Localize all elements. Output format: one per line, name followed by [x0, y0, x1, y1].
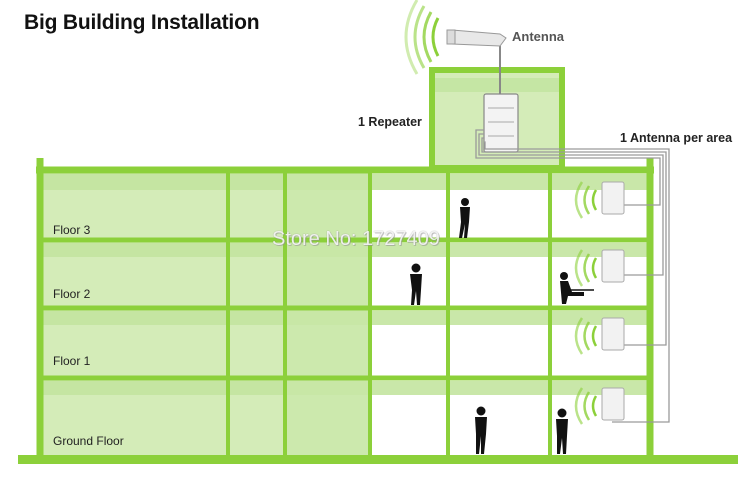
- person-icon: [475, 406, 487, 454]
- person-icon: [410, 263, 422, 305]
- indoor-antenna-icon: [601, 181, 625, 421]
- floor-label: Ground Floor: [53, 434, 124, 448]
- person-icon: [556, 408, 568, 454]
- building-frame: [36, 158, 654, 460]
- antenna-label: Antenna: [512, 29, 564, 44]
- floor-label: Floor 1: [53, 354, 91, 368]
- signal-wave-icon: [574, 181, 598, 425]
- ground-slab: [18, 455, 738, 464]
- repeater-label: 1 Repeater: [358, 115, 422, 129]
- floor-label: Floor 3: [53, 223, 91, 237]
- antenna-per-area-label: 1 Antenna per area: [620, 131, 733, 145]
- floor-label: Floor 2: [53, 287, 91, 301]
- outdoor-antenna-icon: [446, 29, 507, 95]
- signal-wave-icon: [404, 0, 440, 75]
- person-icon: [459, 198, 470, 238]
- repeater-icon: [483, 93, 519, 153]
- person-icon: [560, 272, 594, 304]
- building: [40, 170, 650, 458]
- store-watermark: Store No: 1727409: [272, 228, 440, 250]
- diagram-title: Big Building Installation: [24, 11, 260, 34]
